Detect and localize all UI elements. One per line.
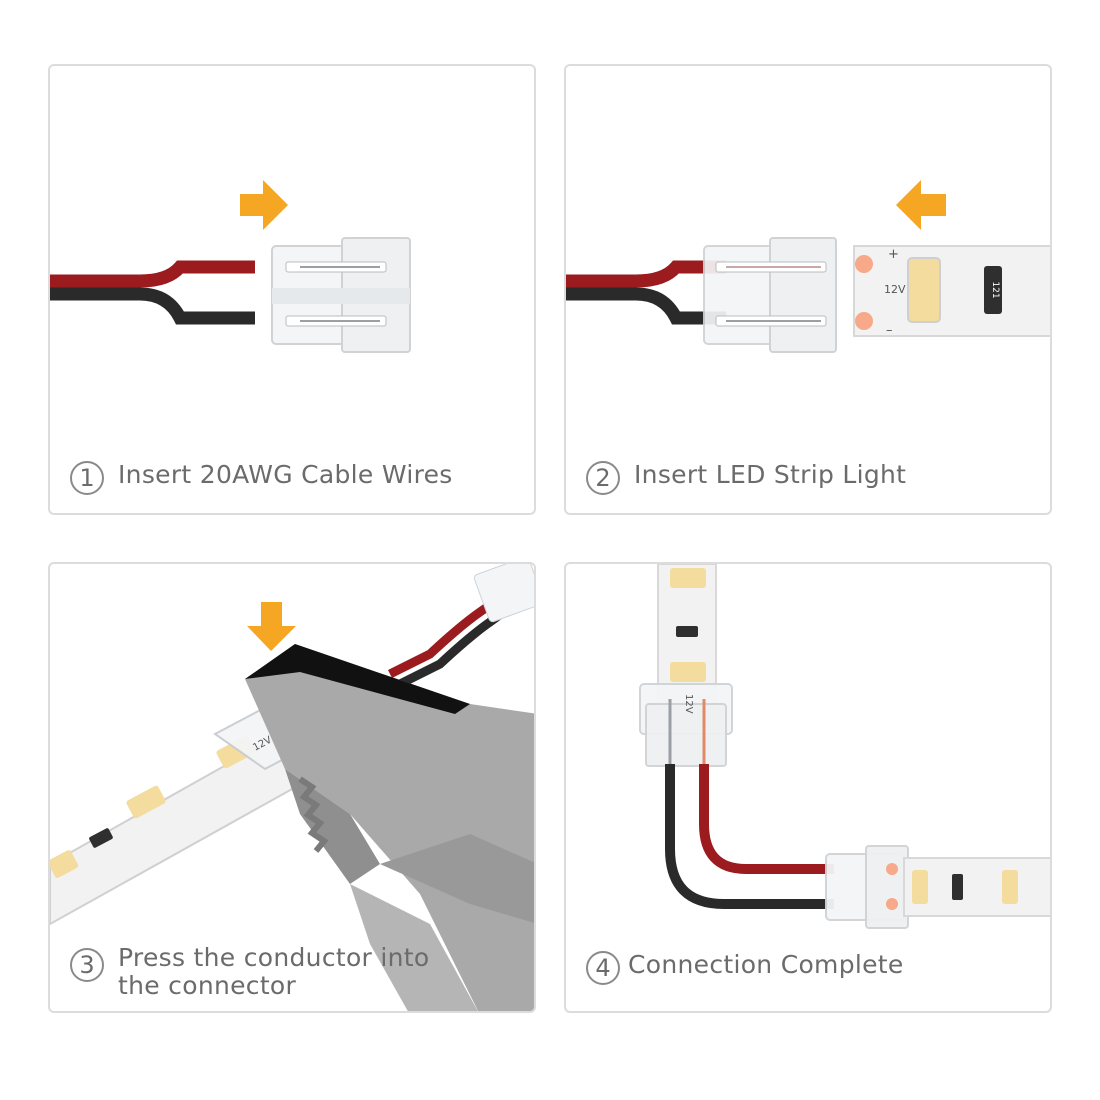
step-1-panel: 1 Insert 20AWG Cable Wires bbox=[48, 64, 536, 515]
connector bbox=[703, 237, 837, 353]
step-3-caption: 3 Press the conductor into the connector bbox=[70, 944, 438, 1000]
step-1-caption: 1 Insert 20AWG Cable Wires bbox=[70, 461, 453, 495]
led-chip bbox=[907, 257, 941, 323]
pliers-tool bbox=[245, 644, 534, 1011]
right-arrow-icon bbox=[240, 180, 288, 230]
cable-wires bbox=[387, 564, 534, 689]
step-4-panel: 12V 4 Connection Complete bbox=[564, 562, 1052, 1013]
connector-vertical: 12V bbox=[639, 683, 733, 767]
cable-wires bbox=[665, 764, 834, 909]
step-2-caption: 2 Insert LED Strip Light bbox=[586, 461, 906, 495]
step-number: 4 bbox=[586, 951, 620, 985]
step-number: 2 bbox=[586, 461, 620, 495]
step-4-illustration: 12V bbox=[639, 564, 1050, 929]
step-number: 3 bbox=[70, 948, 104, 982]
step-3-panel: 12V 3 Press the conductor into the conne… bbox=[48, 562, 536, 1013]
led-strip-horizontal bbox=[886, 857, 1050, 917]
led-strip: + – 12V 121 bbox=[853, 245, 1050, 338]
step-3-illustration: 12V bbox=[50, 564, 534, 1011]
down-arrow-icon bbox=[247, 602, 296, 651]
plus-label: + bbox=[888, 247, 899, 262]
resistor bbox=[89, 828, 113, 848]
step-text: Press the conductor into the connector bbox=[118, 943, 430, 1000]
resistor bbox=[676, 626, 698, 637]
cable-wires bbox=[566, 260, 726, 325]
cable-wires bbox=[50, 260, 255, 325]
step-text: Connection Complete bbox=[628, 950, 904, 979]
connector-horizontal bbox=[825, 845, 909, 929]
voltage-label: 12V bbox=[884, 283, 906, 296]
step-1-illustration bbox=[50, 180, 411, 353]
step-text: Insert LED Strip Light bbox=[634, 460, 907, 489]
step-2-illustration: + – 12V 121 bbox=[566, 180, 1050, 353]
connector bbox=[271, 237, 411, 353]
left-arrow-icon bbox=[896, 180, 946, 230]
resistor bbox=[984, 266, 1002, 314]
step-2-panel: + – 12V 121 2 Insert LED Strip Light bbox=[564, 64, 1052, 515]
step-4-caption: 4 Connection Complete bbox=[586, 951, 904, 985]
minus-label: – bbox=[886, 323, 893, 338]
step-text: Insert 20AWG Cable Wires bbox=[118, 460, 453, 489]
led-strip-vertical bbox=[657, 564, 717, 705]
resistor-label: 121 bbox=[990, 281, 1000, 298]
step-number: 1 bbox=[70, 461, 104, 495]
voltage-label: 12V bbox=[683, 694, 694, 714]
